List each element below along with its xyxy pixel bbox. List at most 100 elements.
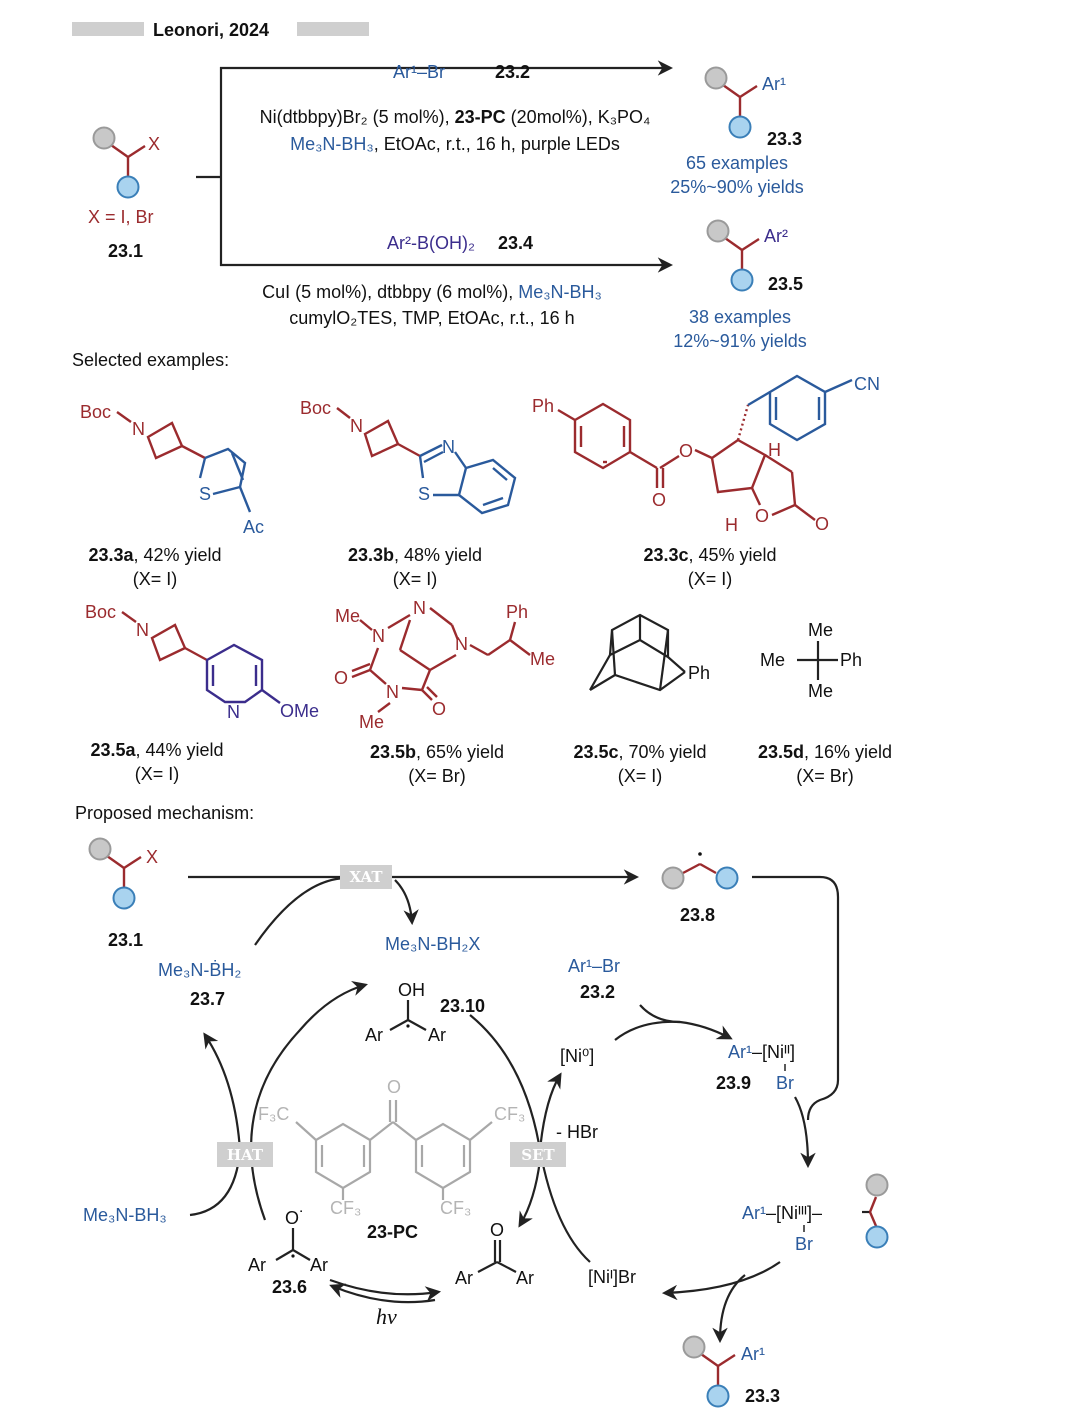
svg-text:N: N <box>386 682 399 702</box>
hat-box <box>217 1142 273 1167</box>
ketyl-radical-structure <box>389 1000 427 1031</box>
excited-ar-right: Ar <box>310 1255 328 1275</box>
example-23-5d-x: (X= Br) <box>796 766 854 786</box>
pc-carbonyl-o: O <box>387 1077 401 1097</box>
ni3-complex: Ar¹–[Niᴵᴵᴵ]– <box>742 1203 822 1223</box>
borane-to-boryl-radical-arrow <box>189 1032 242 1217</box>
alkyl-radical-id: 23.8 <box>680 905 715 925</box>
svg-text:N: N <box>136 620 149 640</box>
mechanism-heading: Proposed mechanism: <box>75 803 254 823</box>
svg-text:O: O <box>334 668 348 688</box>
svg-text:Me: Me <box>760 650 785 670</box>
structure-23-3a: Boc N S Ac <box>80 402 264 537</box>
structure-23-5b: Me N N N O N O Me Ph Me <box>334 598 555 732</box>
svg-text:S: S <box>418 484 430 504</box>
svg-text:N: N <box>413 598 426 618</box>
bottom-examples: 38 examples <box>689 307 791 327</box>
top-conditions-line2: Me₃N-BH₃, EtOAc, r.t., 16 h, purple LEDs <box>290 134 620 154</box>
reductive-elimination-arrow <box>661 1261 781 1301</box>
top-yields: 25%~90% yields <box>670 177 804 197</box>
ketyl-oh: OH <box>398 980 425 1000</box>
mech-aryl-bromide-id: 23.2 <box>580 982 615 1002</box>
svg-text:Me: Me <box>808 681 833 701</box>
example-23-5a-label: 23.5a, 44% yield <box>90 740 223 760</box>
svg-text:O: O <box>815 514 829 534</box>
ketone-ar-left: Ar <box>455 1268 473 1288</box>
svg-text:O: O <box>432 699 446 719</box>
pc-cf3-1: F₃C <box>258 1104 289 1124</box>
top-product-ar: Ar¹ <box>762 74 786 94</box>
set-label: SET <box>521 1146 555 1164</box>
borane-reagent: Me₃N-BH₃ <box>83 1205 167 1225</box>
page-title: Leonori, 2024 <box>153 20 269 40</box>
example-23-5b-label: 23.5b, 65% yield <box>370 742 504 762</box>
top-reagent: Ar¹–Br <box>393 62 445 82</box>
svg-text:Ph: Ph <box>688 663 710 683</box>
structure-23-5a: Boc N N OMe <box>85 602 319 722</box>
mech-product-structure <box>682 1335 737 1408</box>
example-23-5d-label: 23.5d, 16% yield <box>758 742 892 762</box>
bottom-reagent-id: 23.4 <box>498 233 533 253</box>
example-23-3b-label: 23.3b, 48% yield <box>348 545 482 565</box>
structure-23-5c: Ph <box>589 613 710 692</box>
substrate-23-1-structure <box>92 126 147 199</box>
ni3-alkyl-structure <box>862 1173 889 1249</box>
top-product-id: 23.3 <box>767 129 802 149</box>
boryl-radical-id: 23.7 <box>190 989 225 1009</box>
bottom-product-id: 23.5 <box>768 274 803 294</box>
ni3-br: Br <box>795 1234 813 1254</box>
svg-text:H: H <box>768 440 781 460</box>
ni1-label: [Niᴵ]Br <box>588 1267 636 1287</box>
photocatalyst-structure <box>295 1100 493 1200</box>
svg-text:O: O <box>652 490 666 510</box>
substrate-x-definition: X = I, Br <box>88 207 154 227</box>
mech-aryl-bromide: Ar¹–Br <box>568 956 620 976</box>
svg-text:N: N <box>227 702 240 722</box>
alkyl-radical-23-8-structure <box>661 852 739 890</box>
title-bar-right <box>297 22 369 36</box>
svg-text:N: N <box>350 416 363 436</box>
svg-text:S: S <box>199 484 211 504</box>
svg-text:Me: Me <box>335 606 360 626</box>
pc-cf3-2: CF₃ <box>494 1104 525 1124</box>
pc-cf3-4: CF₃ <box>440 1198 471 1218</box>
example-23-3a-x: (X= I) <box>133 569 178 589</box>
structure-23-5d: Me Me Ph Me <box>760 620 862 701</box>
ni0-oxidative-addition-curve <box>614 1020 681 1041</box>
svg-text:Boc: Boc <box>80 402 111 422</box>
ketyl-id: 23.10 <box>440 996 485 1016</box>
bottom-conditions-line1: CuI (5 mol%), dtbbpy (6 mol%), Me₃N-BH₃ <box>262 282 602 302</box>
xat-label: XAT <box>349 868 383 886</box>
svg-text:H: H <box>725 515 738 535</box>
svg-text:O: O <box>755 506 769 526</box>
ketone-ar-right: Ar <box>516 1268 534 1288</box>
example-23-3c-x: (X= I) <box>688 569 733 589</box>
hat-label: HAT <box>227 1146 264 1164</box>
svg-text:N: N <box>132 419 145 439</box>
svg-text:Boc: Boc <box>300 398 331 418</box>
svg-text:Me: Me <box>808 620 833 640</box>
substrate-x-label: X <box>148 134 160 154</box>
top-examples: 65 examples <box>686 153 788 173</box>
excited-state-structure <box>275 1228 311 1261</box>
excited-id: 23.6 <box>272 1277 307 1297</box>
svg-text:Ph: Ph <box>506 602 528 622</box>
set-to-ni0-arrow <box>538 1072 562 1151</box>
xat-to-borane-halide-arrow <box>394 879 419 926</box>
ni2-br: Br <box>776 1073 794 1093</box>
example-23-3b-x: (X= I) <box>393 569 438 589</box>
ketone-o: O <box>490 1220 504 1240</box>
svg-text:OMe: OMe <box>280 701 319 721</box>
bottom-yields: 12%~91% yields <box>673 331 807 351</box>
mech-substrate-structure <box>88 837 143 910</box>
example-23-5c-x: (X= I) <box>618 766 663 786</box>
boryl-radical-to-xat-curve <box>254 876 346 946</box>
radical-capture-path <box>752 875 840 1121</box>
svg-text:Ph: Ph <box>532 396 554 416</box>
hv-label: hν <box>376 1304 397 1329</box>
top-reagent-id: 23.2 <box>495 62 530 82</box>
mech-substrate-x: X <box>146 847 158 867</box>
example-23-5a-x: (X= I) <box>135 764 180 784</box>
set-to-ketone-arrow <box>518 1159 542 1228</box>
mech-product-ar: Ar¹ <box>741 1344 765 1364</box>
